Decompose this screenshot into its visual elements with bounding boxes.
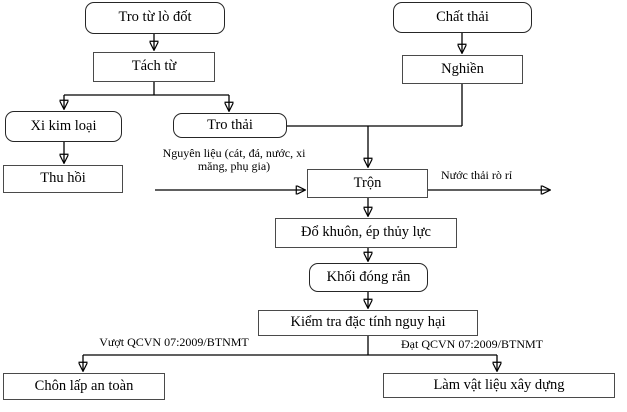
node-tron: Trộn (307, 169, 428, 198)
edge-label-nuoc-thai-ro-ri: Nước thải rò rỉ (441, 168, 513, 182)
node-tro-thai: Tro thải (173, 113, 287, 138)
node-lam-vat-lieu-xay-dung: Làm vật liệu xây dựng (383, 373, 615, 398)
edge-label-dat-qcvn: Đạt QCVN 07:2009/BTNMT (401, 337, 543, 351)
node-nghien: Nghiền (402, 55, 523, 84)
node-chon-lap-an-toan: Chôn lấp an toàn (3, 373, 165, 400)
node-chat-thai: Chất thải (393, 2, 532, 33)
node-tro-tu-lo-dot: Tro từ lò đốt (85, 2, 225, 34)
node-do-khuon-ep-thuy-luc: Đổ khuôn, ép thủy lực (275, 218, 457, 248)
edge-label-vuot-qcvn: Vượt QCVN 07:2009/BTNMT (99, 335, 249, 349)
node-thu-hoi: Thu hồi (3, 165, 123, 193)
node-khoi-dong-ran: Khối đóng rắn (309, 263, 428, 292)
node-kiem-tra-dac-tinh-nguy-hai: Kiểm tra đặc tính nguy hại (258, 310, 478, 336)
node-xi-kim-loai: Xi kim loại (5, 111, 122, 142)
edge-label-nguyen-lieu: Nguyên liệu (cát, đá, nước, xi măng, phụ… (162, 146, 306, 174)
node-tach-tu: Tách từ (93, 52, 215, 82)
